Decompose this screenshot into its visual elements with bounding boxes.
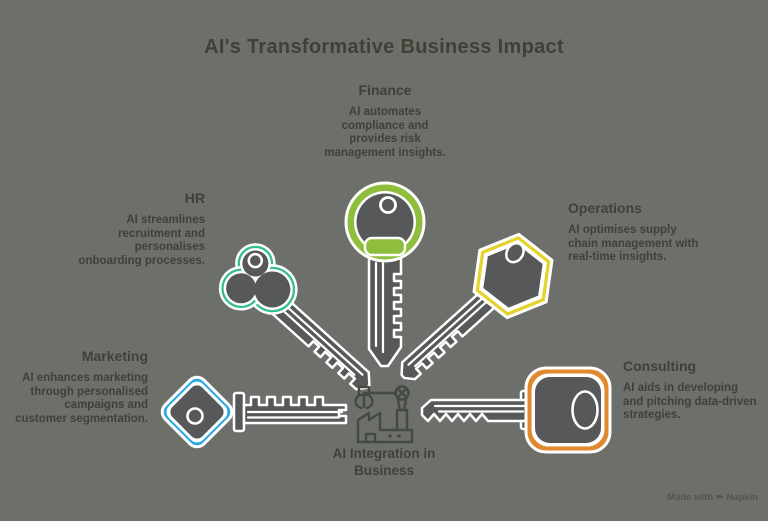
- consulting-heading: Consulting: [623, 358, 697, 374]
- marketing-heading: Marketing: [81, 348, 148, 364]
- hr-key-icon: [218, 243, 371, 391]
- finance-key-icon: [344, 181, 426, 368]
- hr-key: [192, 220, 404, 424]
- watermark: Made with ✒ Napkin: [667, 492, 758, 503]
- section-marketing: Marketing AI enhances marketing through …: [3, 348, 148, 426]
- consulting-key-icon: [420, 366, 612, 454]
- section-consulting: Consulting AI aids in developing and pit…: [623, 358, 768, 423]
- marketing-key-icon: [160, 375, 348, 449]
- section-operations: Operations AI optimises supply chain man…: [568, 200, 753, 265]
- section-hr: HR AI streamlines recruitment and person…: [35, 190, 205, 268]
- operations-key-icon: [400, 232, 554, 381]
- page-title: AI's Transformative Business Impact: [204, 36, 564, 58]
- factory-robot-arm-icon: [354, 385, 414, 444]
- center-icon-wrap: [346, 380, 424, 446]
- operations-key: [368, 210, 580, 414]
- finance-key: [330, 180, 440, 370]
- consulting-description: AI aids in developing and pitching data-…: [623, 382, 757, 421]
- hr-description: AI streamlines recruitment and personali…: [78, 214, 205, 267]
- operations-heading: Operations: [568, 200, 642, 216]
- finance-description: AI automates compliance and provides ris…: [324, 106, 446, 159]
- consulting-key: [415, 363, 615, 457]
- hr-heading: HR: [184, 190, 205, 206]
- marketing-key: [150, 365, 350, 459]
- marketing-description: AI enhances marketing through personalis…: [15, 372, 148, 425]
- finance-heading: Finance: [358, 82, 412, 98]
- center-label: AI Integration in Business: [332, 446, 436, 478]
- operations-description: AI optimises supply chain management wit…: [568, 224, 699, 263]
- section-finance: Finance AI automates compliance and prov…: [295, 82, 475, 160]
